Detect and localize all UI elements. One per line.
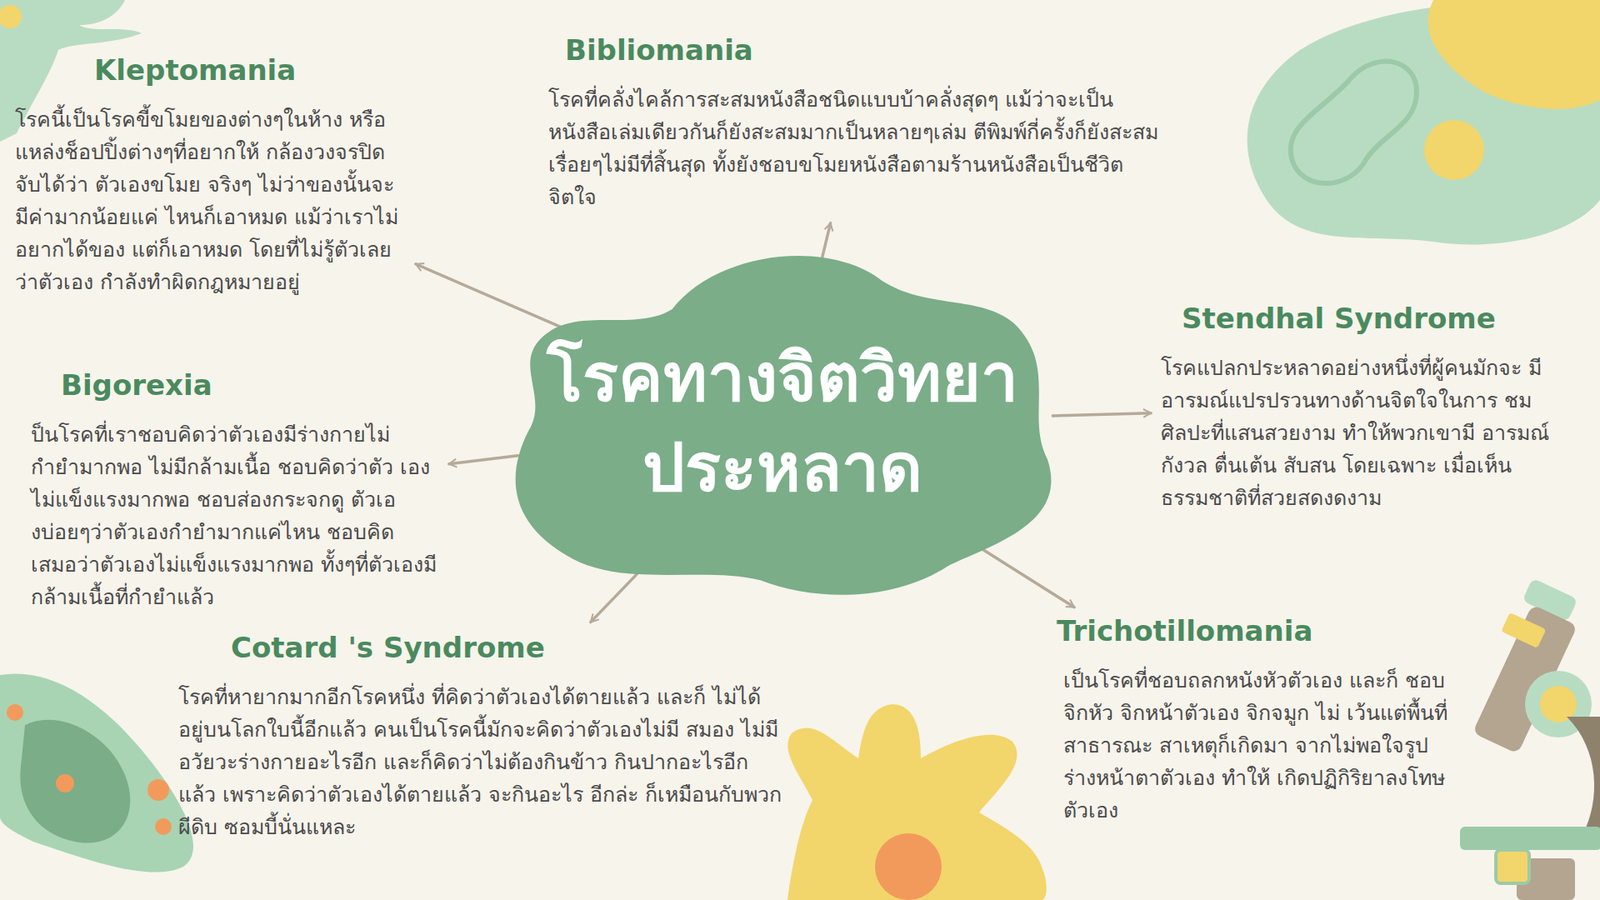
central-blob: โรคทางจิตวิทยา ประหลาด [506,245,1059,602]
cell-yellow [1428,0,1600,110]
blob-shape [506,245,1059,602]
topic-description: เป็นโรคที่ชอบถลกหนังหัวตัวเอง และก็ ชอบจ… [1063,664,1449,827]
topic-description: โรคนี้เป็นโรคขี้ขโมยของต่างๆในห้าง หรือแ… [15,103,407,299]
topic-heading: Kleptomania [94,51,407,89]
cell-dot [155,818,172,835]
cell-organelle [1290,61,1417,184]
arrow-connector [449,455,519,465]
cell-inner [20,720,130,844]
topic-node: Kleptomania โรคนี้เป็นโรคขี้ขโมยของต่างๆใ… [15,51,407,299]
topic-node: Bigorexia ป็นโรคที่เราชอบคิดว่าตัวเองมีร่… [30,366,440,614]
topic-heading: Trichotillomania [1056,612,1449,650]
topic-description: โรคแปลกประหลาดอย่างหนึ่งที่ผู้คนมักจะ มี… [1160,351,1574,515]
cell-dot [6,704,24,721]
topic-heading: Stendhal Syndrome [1181,300,1574,337]
cell-blob [0,673,194,872]
cell-blob [1247,0,1600,245]
arrow-connector [1052,413,1151,416]
splash-core [875,833,942,900]
central-title: โรคทางจิตวิทยา ประหลาด [532,333,1033,514]
splash-shape [787,704,1047,900]
topic-node: Cotard 's Syndrome โรคที่หายากมากอีกโรคหน… [178,629,783,844]
topic-node: Stendhal Syndrome โรคแปลกประหลาดอย่างหนึ่… [1160,300,1574,515]
topic-heading: Bibliomania [565,31,1161,69]
topic-description: โรคที่คลั่งไคล้การสะสมหนังสือชนิดแบบบ้าค… [548,83,1161,214]
topic-node: Bibliomania โรคที่คลั่งไคล้การสะสมหนังสือ… [548,31,1161,214]
microscope [1460,578,1600,900]
arrow-connector [415,264,567,330]
topic-description: โรคที่หายากมากอีกโรคหนึ่ง ที่คิดว่าตัวเอ… [178,680,783,844]
topic-heading: Cotard 's Syndrome [230,629,783,666]
topic-heading: Bigorexia [60,366,440,404]
topic-node: Trichotillomania เป็นโรคที่ชอบถลกหนังหัวต… [1056,612,1449,827]
topic-description: ป็นโรคที่เราชอบคิดว่าตัวเองมีร่างกายไม่ … [30,418,440,614]
cell-nucleus [1424,120,1485,180]
cell-dot [55,774,75,793]
cell-dot [0,5,22,29]
cell-dot [147,779,170,801]
